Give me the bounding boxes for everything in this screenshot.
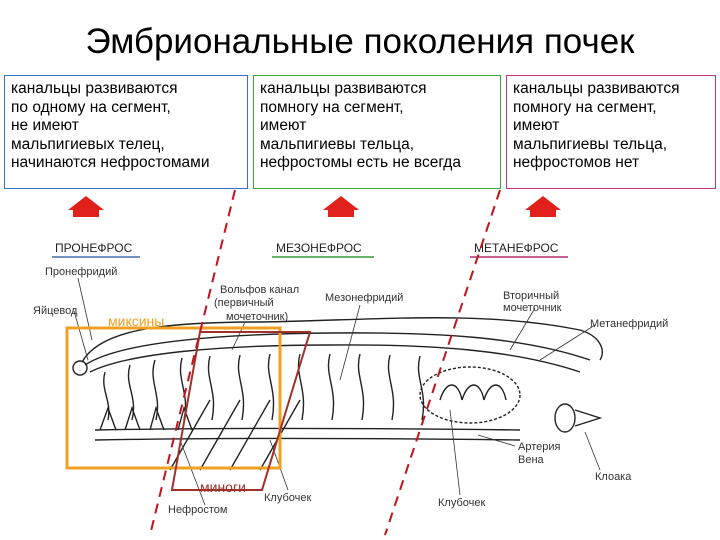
divider-pro-meso <box>149 189 236 536</box>
label-nephrostome: Нефростом <box>168 504 227 516</box>
label-metanephridium: Метанефридий <box>590 318 668 330</box>
label-wolff-1: Вольфов канал <box>220 284 299 296</box>
label-hagfish: миксины <box>108 313 164 329</box>
label-mesonephridium: Мезонефридий <box>325 292 403 304</box>
lamprey-region <box>170 331 312 491</box>
label-oviduct: Яйцевод <box>33 305 78 317</box>
header-pronephros: ПРОНЕФРОС <box>55 241 133 255</box>
label-wolff-2: (первичный <box>214 297 274 309</box>
header-metanephros: МЕТАНЕФРОС <box>474 241 559 255</box>
label-pronephridium: Пронефридий <box>45 266 117 278</box>
label-cloaca: Клоака <box>595 471 632 483</box>
pronephros-description: канальцы развиваются по одному на сегмен… <box>4 75 248 189</box>
label-glomerulus-right: Клубочек <box>438 497 485 509</box>
label-glomerulus-left: Клубочек <box>264 492 311 504</box>
arrow-up-pronephros <box>68 196 104 217</box>
label-vein: Вена <box>518 454 545 466</box>
metanephros-description: канальцы развиваются помногу на сегмент,… <box>506 75 716 189</box>
label-wolff-3: мочеточник) <box>226 311 288 323</box>
mesonephros-description: канальцы развиваются помногу на сегмент,… <box>253 75 501 189</box>
label-lampreys: миноги <box>200 479 246 495</box>
label-artery: Артерия <box>518 441 561 453</box>
header-mesonephros: МЕЗОНЕФРОС <box>276 241 362 255</box>
label-secondary-ureter-1: Вторичный <box>503 290 559 302</box>
page-title: Эмбриональные поколения почек <box>85 22 635 61</box>
arrow-up-metanephros <box>525 196 561 217</box>
divider-meso-meta <box>384 189 501 536</box>
kidney-anatomy-drawing <box>72 317 603 471</box>
arrow-up-mesonephros <box>323 196 359 217</box>
label-secondary-ureter-2: мочеточник <box>503 302 562 314</box>
hagfish-region <box>65 326 282 470</box>
